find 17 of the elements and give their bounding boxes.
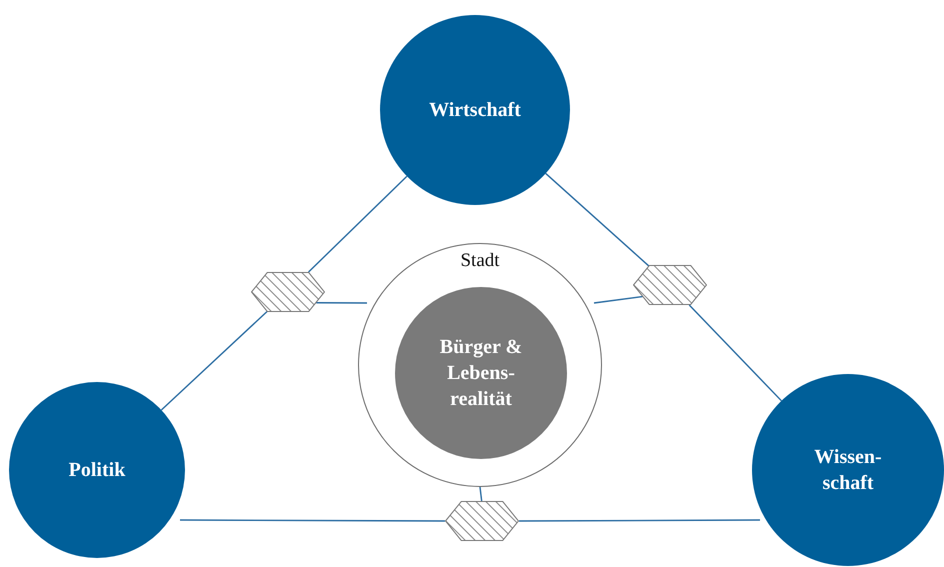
connector-line [308, 176, 408, 272]
group-title: Stadt [459, 250, 501, 272]
connector-line [688, 304, 782, 402]
circle-label: Wirtschaft [428, 98, 522, 123]
hatched-hexagon [251, 272, 325, 312]
connector-line [180, 519, 445, 522]
hatched-hexagon [633, 265, 707, 305]
hatched-hexagon [445, 501, 519, 541]
connector-line [316, 302, 367, 304]
circle-label: Wissen- schaft [813, 445, 883, 496]
connector-line [545, 172, 650, 266]
connector-line [594, 296, 643, 304]
connector-line [479, 486, 482, 502]
circle-label: Bürger & Lebens- realität [438, 335, 524, 412]
connector-line [519, 519, 760, 522]
connector-line [160, 311, 268, 411]
circle-label: Politik [68, 458, 126, 483]
